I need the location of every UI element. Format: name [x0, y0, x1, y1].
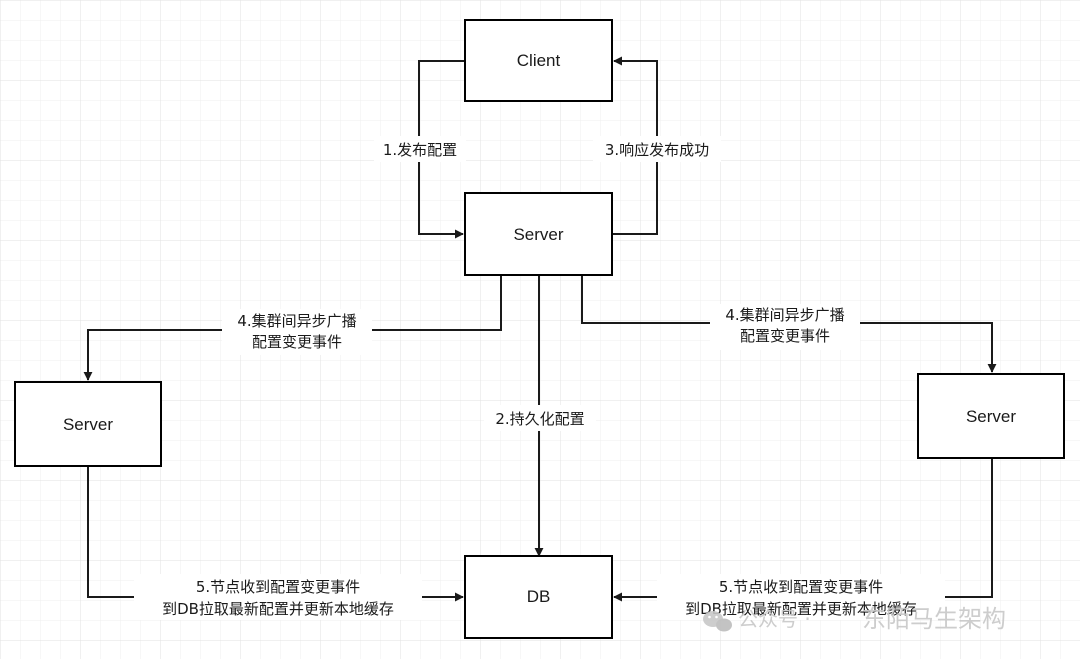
label-broadcast-left: 4.集群间异步广播 配置变更事件 [222, 309, 372, 355]
node-db: DB [464, 555, 613, 639]
svg-text:到DB拉取最新配置并更新本地缓存: 到DB拉取最新配置并更新本地缓存 [685, 600, 917, 618]
svg-text:2.持久化配置: 2.持久化配置 [495, 410, 584, 428]
label-broadcast-right: 4.集群间异步广播 配置变更事件 [710, 304, 860, 350]
svg-text:东陌马生架构: 东陌马生架构 [862, 605, 1006, 633]
label-pull-left: 5.节点收到配置变更事件 到DB拉取最新配置并更新本地缓存 [134, 574, 422, 620]
svg-text:配置变更事件: 配置变更事件 [252, 333, 342, 351]
svg-text:到DB拉取最新配置并更新本地缓存: 到DB拉取最新配置并更新本地缓存 [162, 600, 394, 618]
svg-text:Server: Server [513, 225, 563, 244]
svg-text:DB: DB [527, 587, 551, 606]
svg-text:Server: Server [966, 407, 1016, 426]
svg-text:Client: Client [517, 51, 561, 70]
svg-text:配置变更事件: 配置变更事件 [740, 327, 830, 345]
label-respond: 3.响应发布成功 [593, 136, 721, 162]
node-client: Client [464, 19, 613, 102]
svg-text:3.响应发布成功: 3.响应发布成功 [605, 141, 709, 159]
svg-text:4.集群间异步广播: 4.集群间异步广播 [237, 312, 356, 330]
svg-text:Server: Server [63, 415, 113, 434]
svg-text:5.节点收到配置变更事件: 5.节点收到配置变更事件 [196, 578, 360, 596]
svg-text:4.集群间异步广播: 4.集群间异步广播 [725, 306, 844, 324]
node-server-left: Server [14, 381, 162, 467]
label-persist: 2.持久化配置 [484, 405, 596, 431]
label-publish: 1.发布配置 [374, 136, 466, 162]
wechat-icon [703, 611, 732, 632]
watermark: 公众号 · 东陌马生架构 [703, 605, 1006, 633]
svg-text:5.节点收到配置变更事件: 5.节点收到配置变更事件 [719, 578, 883, 596]
label-pull-right: 5.节点收到配置变更事件 到DB拉取最新配置并更新本地缓存 [657, 574, 945, 620]
node-server-center: Server [464, 192, 613, 276]
node-server-right: Server [917, 373, 1065, 459]
svg-text:公众号 ·: 公众号 · [738, 607, 811, 631]
svg-text:1.发布配置: 1.发布配置 [383, 141, 457, 159]
